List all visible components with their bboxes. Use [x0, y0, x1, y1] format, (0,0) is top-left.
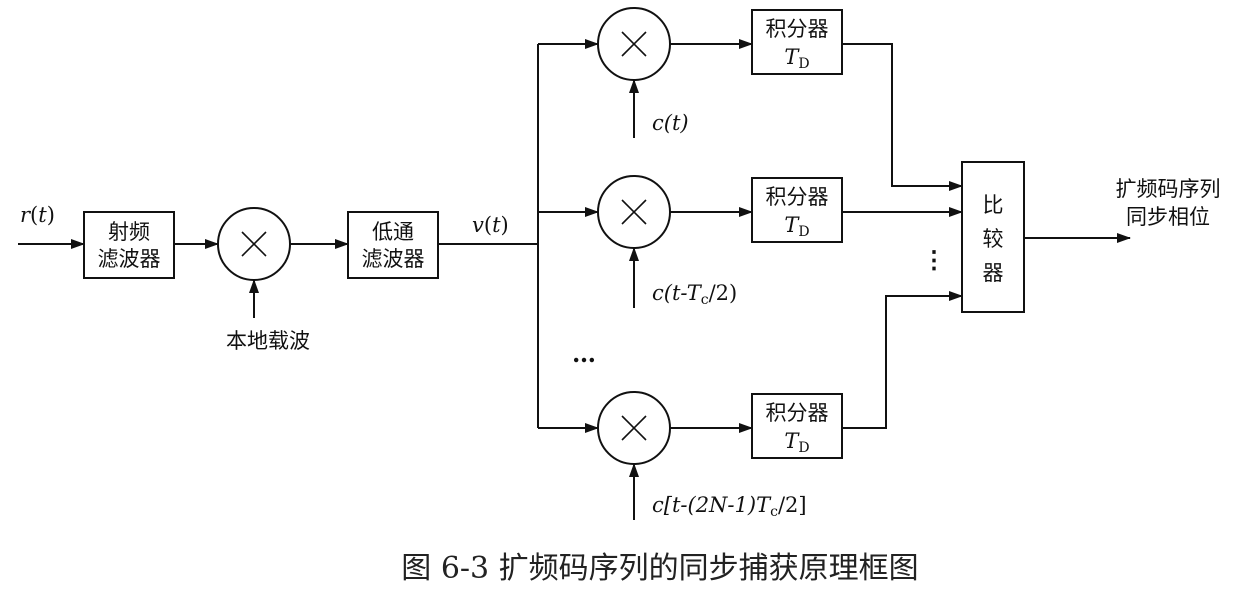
comparator-char-1: 比: [983, 193, 1004, 217]
branch2-mixer: [597, 175, 671, 249]
vertical-ellipsis: ⋮: [922, 245, 948, 274]
branch3-mixer: [597, 391, 671, 465]
branch3-integrator: 积分器 TD: [751, 393, 843, 459]
output-label-line1: 扩频码序列: [1116, 177, 1221, 201]
rf-filter-line2: 滤波器: [98, 247, 161, 271]
comparator-char-3: 器: [983, 261, 1004, 285]
rf-filter-line1: 射频: [108, 220, 150, 244]
comparator-char-2: 较: [983, 227, 1004, 251]
carrier-mixer: [217, 207, 291, 281]
integrator-label: 积分器: [766, 185, 829, 209]
lpf-line2: 滤波器: [362, 247, 425, 271]
baseband-signal-label: v(t): [472, 213, 509, 237]
branch2-code-label: c(t-Tc/2): [652, 281, 737, 308]
branch1-to-comparator-arrow: [842, 43, 963, 191]
comparator-block: 比 较 器: [961, 161, 1025, 313]
branch3-to-comparator-arrow: [842, 291, 963, 429]
horizontal-ellipsis: …: [572, 339, 598, 368]
integration-time-label: TD: [784, 213, 809, 240]
branch2-integrator: 积分器 TD: [751, 177, 843, 243]
lpf-line1: 低通: [372, 220, 414, 244]
integrator-label: 积分器: [766, 401, 829, 425]
integration-time-label: TD: [784, 429, 809, 456]
branch1-code-label: c(t): [652, 111, 689, 135]
integration-time-label: TD: [784, 45, 809, 72]
input-signal-label: r(t): [20, 203, 55, 227]
figure-caption: 图 6-3 扩频码序列的同步捕获原理框图: [401, 551, 918, 586]
branch1-mixer: [597, 7, 671, 81]
integrator-label: 积分器: [766, 17, 829, 41]
branch1-integrator: 积分器 TD: [751, 9, 843, 75]
rf-filter-block: 射频 滤波器: [83, 211, 175, 279]
lowpass-filter-block: 低通 滤波器: [347, 211, 439, 279]
output-label-line2: 同步相位: [1126, 205, 1210, 229]
branch3-code-label: c[t-(2N-1)Tc/2]: [652, 493, 807, 520]
local-carrier-label: 本地载波: [226, 329, 310, 353]
